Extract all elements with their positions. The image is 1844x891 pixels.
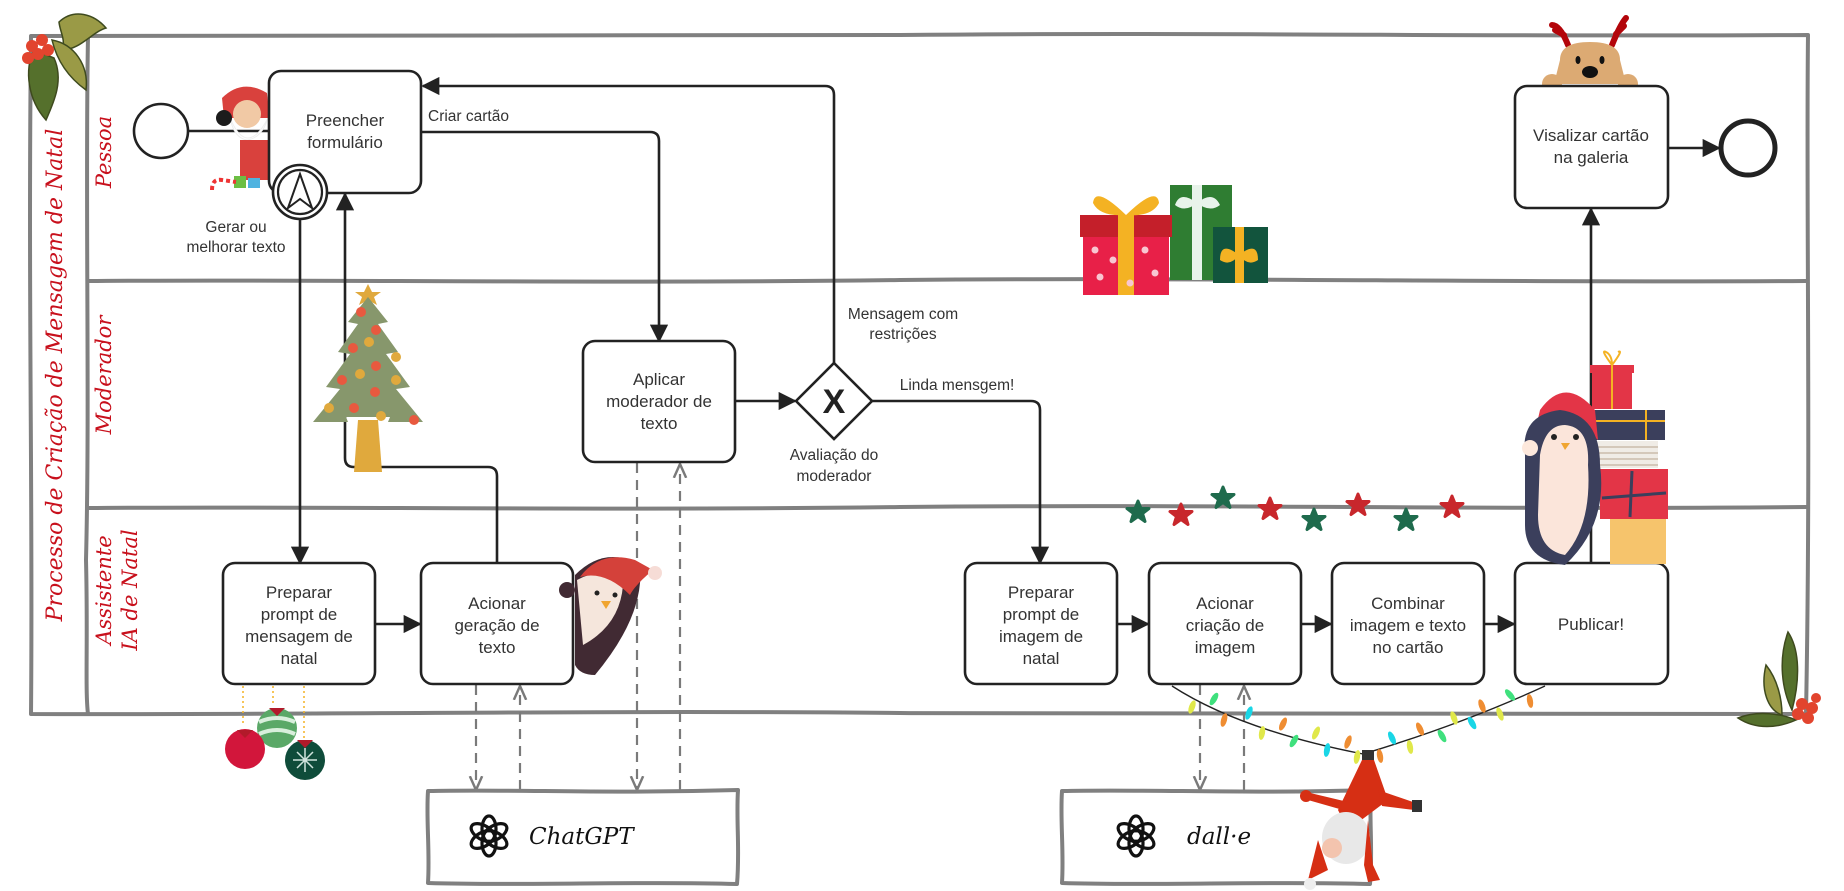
task-label: prompt de — [261, 605, 338, 624]
flow-linda-mensagem[interactable] — [872, 399, 1050, 565]
task-label: Preencher — [306, 111, 385, 130]
boundary-label-line1: Gerar ou — [205, 219, 266, 236]
task-label: imagem e texto — [1350, 616, 1466, 635]
task-label: geração de — [454, 616, 539, 635]
chatgpt-label: ChatGPT — [529, 824, 635, 850]
flow-label-restricoes-line2: restrições — [869, 326, 936, 343]
task-label: Aplicar — [633, 370, 685, 389]
task-label: Preparar — [1008, 583, 1074, 602]
boundary-label-line2: melhorar texto — [186, 239, 285, 256]
end-event[interactable] — [1718, 118, 1778, 178]
task-label: Preparar — [266, 583, 332, 602]
string-lights-decoration — [1171, 685, 1546, 764]
task-label: Combinar — [1371, 594, 1445, 613]
task-label: na galeria — [1554, 148, 1629, 167]
pool-title: Processo de Criação de Mensagem de Natal — [43, 129, 68, 623]
message-flows — [476, 463, 1244, 790]
task-label: Publicar! — [1558, 615, 1624, 634]
task-label: mensagem de — [245, 627, 353, 646]
task-label: Acionar — [468, 594, 526, 613]
holly-top-left-decoration — [22, 13, 108, 122]
lane-divider-2 — [86, 504, 1808, 511]
lane-label-assistente: Assistente — [92, 535, 116, 646]
gateway-label-line1: Avaliação do — [790, 447, 878, 464]
flow-label-linda-mensagem: Linda mensgem! — [900, 377, 1015, 394]
flow-acionar-to-preencher[interactable] — [335, 192, 499, 563]
lane-label-assistente-line2: IA de Natal — [118, 529, 142, 651]
flow-label-criar-cartao: Criar cartão — [428, 108, 509, 125]
task-label: natal — [1023, 649, 1060, 668]
task-acionar-geracao-texto[interactable]: Acionar geração de texto — [419, 561, 575, 686]
task-combinar-imagem-texto[interactable]: Combinar imagem e texto no cartão — [1330, 561, 1486, 686]
task-label: imagem — [1195, 638, 1255, 657]
penguin-with-gifts-decoration — [1522, 350, 1668, 565]
task-label: texto — [641, 414, 678, 433]
navigation-arrow-icon — [285, 170, 315, 211]
holly-bottom-right-decoration — [1736, 630, 1821, 728]
start-event[interactable] — [132, 102, 190, 160]
task-preparar-prompt-mensagem[interactable]: Preparar prompt de mensagem de natal — [221, 561, 377, 686]
reindeer-decoration — [1542, 15, 1638, 96]
task-label: imagem de — [999, 627, 1083, 646]
ornaments-decoration — [225, 686, 325, 780]
task-aplicar-moderador[interactable]: Aplicar moderador de texto — [581, 339, 737, 464]
lane-label-moderador: Moderador — [92, 314, 116, 436]
sequence-flows — [188, 76, 1721, 634]
task-label: no cartão — [1373, 638, 1444, 657]
santa-hanging-decoration — [1300, 750, 1422, 890]
task-preencher-formulario[interactable]: Preencher formulário — [267, 69, 423, 195]
task-label: prompt de — [1003, 605, 1080, 624]
gateway-x-icon: X — [823, 383, 846, 421]
task-label: formulário — [307, 133, 383, 152]
gateway-label-line2: moderador — [797, 468, 872, 485]
chatgpt-pool[interactable]: ChatGPT — [425, 788, 741, 886]
task-visualizar-cartao[interactable]: Visalizar cartão na galeria — [1513, 84, 1670, 210]
pool-header-divider — [84, 34, 90, 716]
flow-label-restricoes-line1: Mensagem com — [848, 306, 958, 323]
gift-boxes-decoration — [1080, 185, 1268, 295]
flow-restricoes-back[interactable] — [421, 76, 836, 363]
task-label: moderador de — [606, 392, 712, 411]
task-label: Visalizar cartão — [1533, 126, 1649, 145]
exclusive-gateway[interactable]: X — [794, 361, 874, 441]
dalle-pool[interactable]: dall·e — [1059, 788, 1374, 886]
flow-criar-cartao[interactable] — [421, 130, 669, 343]
penguin-peeking-decoration — [559, 557, 662, 675]
task-publicar[interactable]: Publicar! — [1513, 561, 1670, 686]
task-label: natal — [281, 649, 318, 668]
boundary-event-gerar-texto[interactable] — [271, 163, 329, 221]
task-acionar-criacao-imagem[interactable]: Acionar criação de imagem — [1147, 561, 1303, 686]
lane-divider-1 — [86, 277, 1808, 284]
task-label: criação de — [1186, 616, 1264, 635]
task-label: Acionar — [1196, 594, 1254, 613]
santa-waving-decoration — [210, 86, 270, 191]
task-label: texto — [479, 638, 516, 657]
task-preparar-prompt-imagem[interactable]: Preparar prompt de imagem de natal — [963, 561, 1119, 686]
christmas-tree-decoration — [313, 284, 423, 472]
lane-label-pessoa: Pessoa — [92, 116, 116, 189]
dalle-label: dall·e — [1187, 824, 1251, 850]
